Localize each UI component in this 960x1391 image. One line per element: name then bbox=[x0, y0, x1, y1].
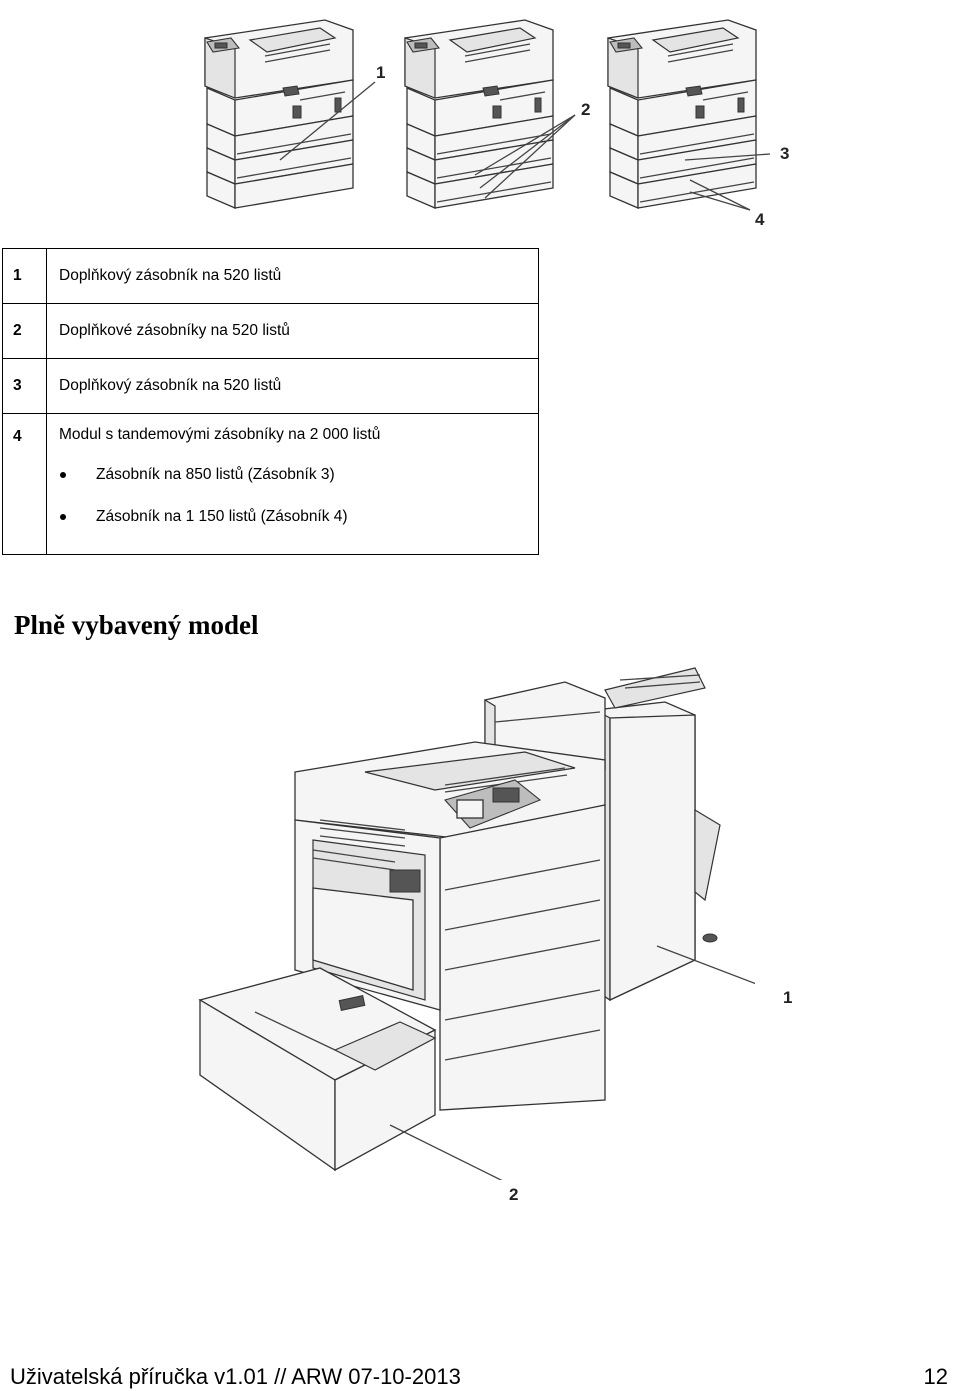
legend-row: 3 Doplňkový zásobník na 520 listů bbox=[2, 358, 539, 414]
legend-bullet-item: Zásobník na 850 listů (Zásobník 3) bbox=[59, 454, 538, 496]
legend-row: 4 Modul s tandemovými zásobníky na 2 000… bbox=[2, 413, 539, 555]
bullet-icon bbox=[60, 514, 66, 520]
footer-document-info: Uživatelská příručka v1.01 // ARW 07-10-… bbox=[10, 1364, 461, 1389]
legend-table: 1 Doplňkový zásobník na 520 listů 2 Dopl… bbox=[2, 248, 539, 555]
legend-text: Doplňkové zásobníky na 520 listů bbox=[46, 303, 539, 359]
legend-text: Doplňkový zásobník na 520 listů bbox=[46, 358, 539, 414]
legend-text: Doplňkový zásobník na 520 listů bbox=[46, 248, 539, 304]
footer-page-number: 12 bbox=[923, 1364, 948, 1389]
legend-bullet-text: Zásobník na 850 listů (Zásobník 3) bbox=[96, 466, 335, 483]
legend-number: 3 bbox=[2, 358, 47, 414]
legend-cell: Modul s tandemovými zásobníky na 2 000 l… bbox=[46, 413, 539, 555]
callout-1: 1 bbox=[783, 988, 793, 1007]
legend-text: Modul s tandemovými zásobníky na 2 000 l… bbox=[59, 426, 381, 443]
legend-bullet-item: Zásobník na 1 150 listů (Zásobník 4) bbox=[59, 496, 538, 538]
bullet-icon bbox=[60, 472, 66, 478]
callout-4: 4 bbox=[755, 210, 765, 229]
legend-row: 1 Doplňkový zásobník na 520 listů bbox=[2, 248, 539, 304]
legend-number: 1 bbox=[2, 248, 47, 304]
section-heading: Plně vybavený model bbox=[14, 610, 259, 640]
full-model-illustration bbox=[198, 667, 755, 1180]
legend-number: 4 bbox=[2, 413, 47, 555]
callout-1: 1 bbox=[376, 63, 386, 82]
legend-number: 2 bbox=[2, 303, 47, 359]
printer-configurations-illustration bbox=[204, 19, 771, 211]
legend-row: 2 Doplňkové zásobníky na 520 listů bbox=[2, 303, 539, 359]
callout-2: 2 bbox=[581, 100, 591, 119]
legend-bullet-text: Zásobník na 1 150 listů (Zásobník 4) bbox=[96, 508, 348, 525]
callout-2: 2 bbox=[509, 1185, 519, 1204]
callout-3: 3 bbox=[780, 144, 790, 163]
